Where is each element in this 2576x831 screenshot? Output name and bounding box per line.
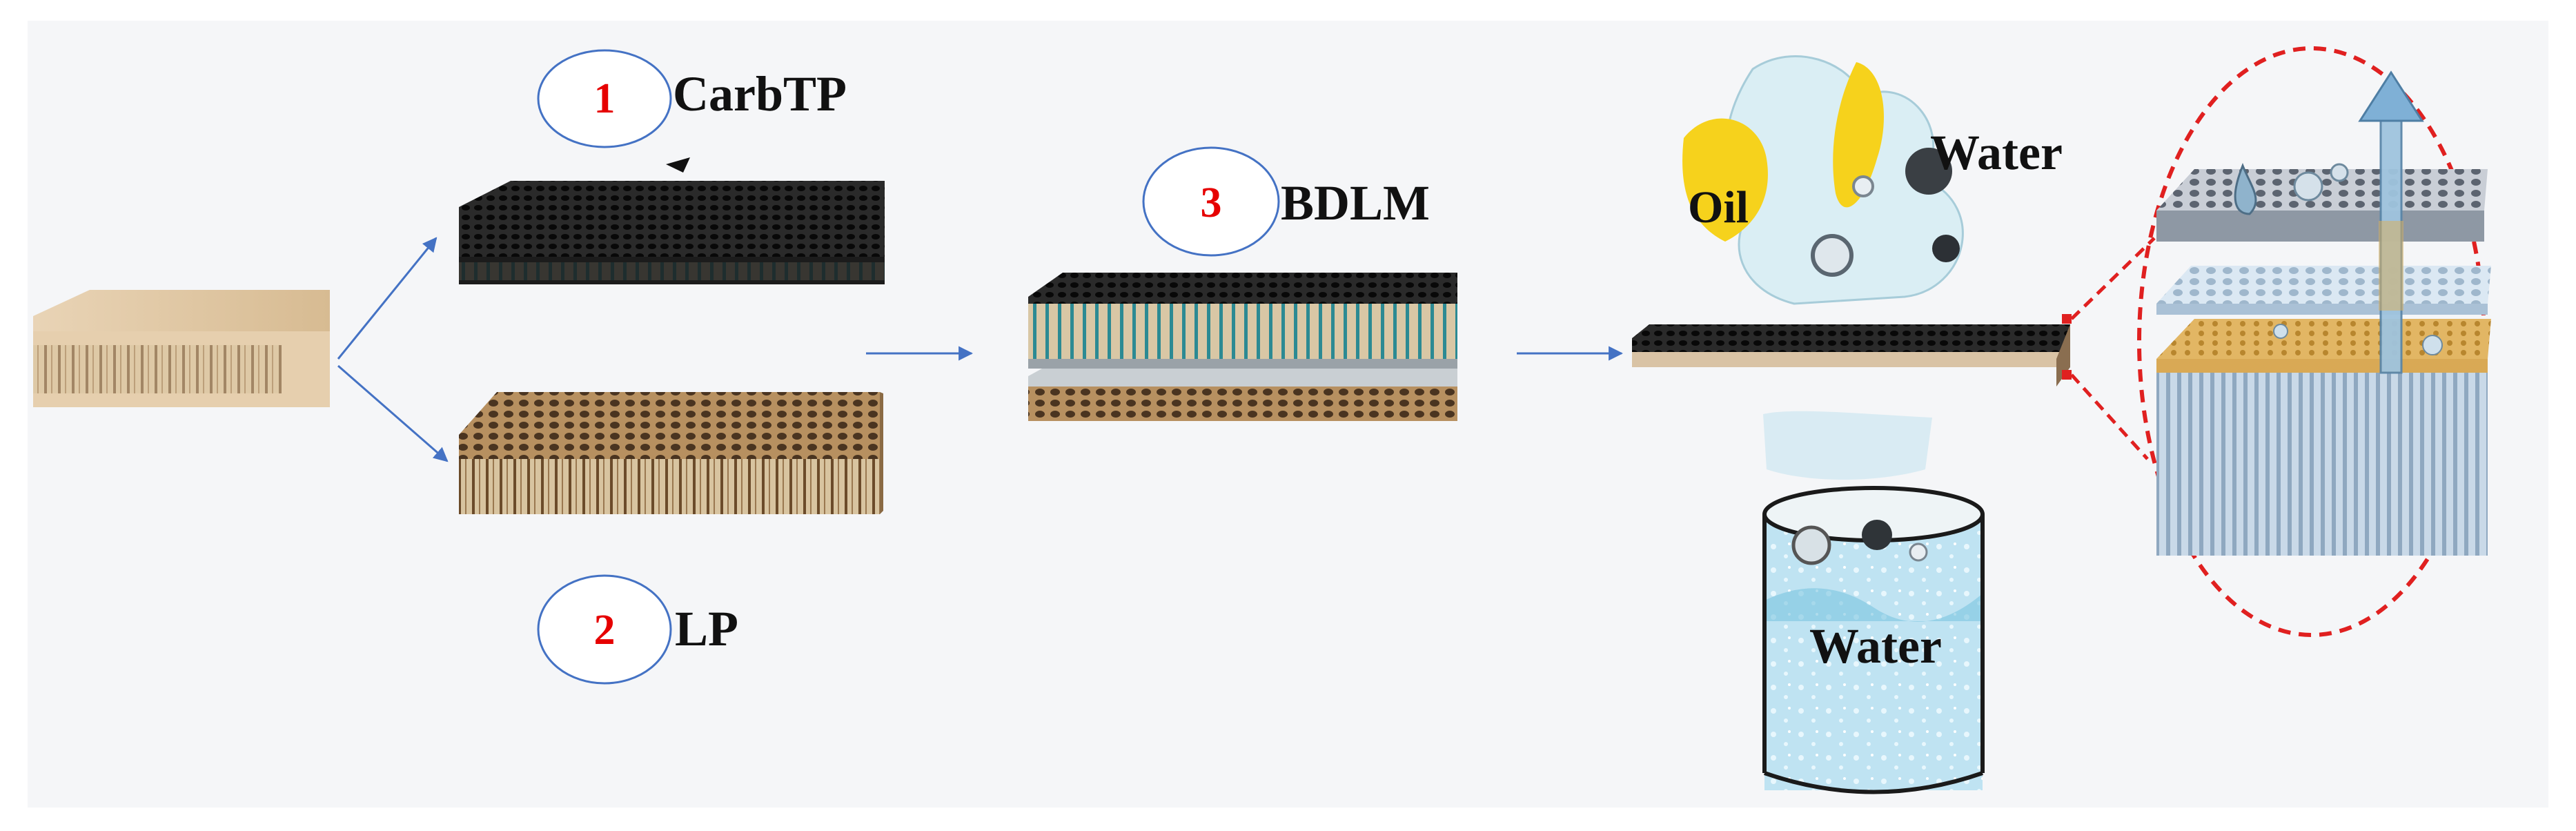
arrow-to-carbtp bbox=[337, 237, 437, 360]
water-bottom-label: Water bbox=[1809, 618, 1942, 674]
lignocellulose-plate-image bbox=[459, 392, 883, 514]
droplet-4 bbox=[1852, 175, 1874, 197]
oil-drop-right bbox=[1833, 62, 1884, 208]
zoomed-membrane-structure bbox=[2156, 70, 2491, 556]
step-2-number: 2 bbox=[594, 607, 616, 654]
water-top-label: Water bbox=[1930, 125, 2063, 180]
separation-scene: Oil Water Water bbox=[1632, 55, 2070, 794]
step-1-label: CarbTP bbox=[673, 66, 847, 121]
step-3-label: BDLM bbox=[1281, 175, 1430, 231]
arrow-to-lp bbox=[337, 364, 449, 462]
oil-label: Oil bbox=[1688, 182, 1749, 233]
step-2-label: LP bbox=[675, 601, 738, 656]
zoom-anchor-top bbox=[2062, 314, 2072, 324]
step-3-number: 3 bbox=[1201, 179, 1222, 226]
carbonized-plate-image bbox=[459, 157, 885, 284]
falling-water bbox=[1763, 411, 1932, 480]
zoom-anchor-bottom bbox=[2062, 370, 2072, 380]
flow-up-arrow bbox=[2358, 70, 2424, 122]
oil-drop-left bbox=[1682, 118, 1768, 242]
droplet-1 bbox=[1811, 234, 1854, 277]
step-1-number: 1 bbox=[594, 75, 616, 122]
droplet-2 bbox=[1905, 148, 1952, 195]
droplet-3 bbox=[1932, 235, 1960, 262]
step-1-marker: 1 CarbTP bbox=[537, 49, 847, 148]
bilayer-membrane-image bbox=[1028, 273, 1457, 421]
step-3-circle bbox=[1142, 146, 1280, 257]
step-3-marker: 3 BDLM bbox=[1142, 146, 1430, 257]
step-1-circle bbox=[537, 49, 672, 148]
wood-block-image bbox=[33, 290, 330, 407]
water-beaker bbox=[1762, 486, 1985, 794]
separation-membrane bbox=[1632, 324, 2070, 387]
step-2-marker: 2 LP bbox=[537, 574, 738, 685]
step-2-circle bbox=[537, 574, 672, 685]
